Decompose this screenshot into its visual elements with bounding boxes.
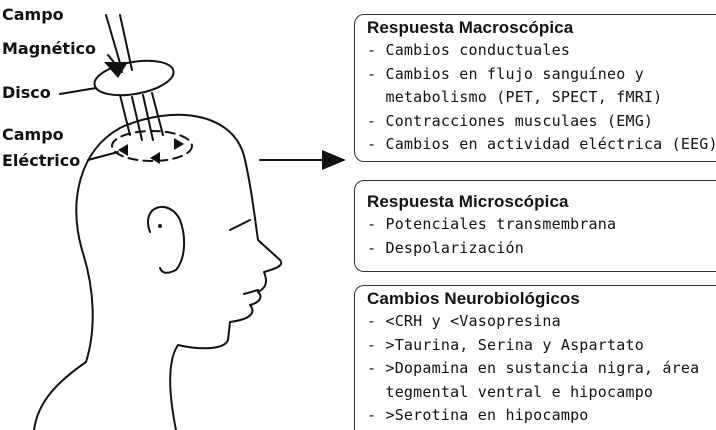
disc-coil [93,59,175,97]
list-item: - Cambios en flujo sanguíneo y [367,64,644,83]
main-arrow-head [322,150,346,170]
neurobiological-changes-box: Cambios Neurobiológicos - <CRH y <Vasopr… [354,285,716,430]
label-disco: Disco [2,83,51,102]
list-item: - Cambios conductuales [367,41,571,59]
box-title: Respuesta Microscópica [367,192,569,211]
loop-arrow-head [150,152,160,164]
box-list: - <CRH y <Vasopresina - >Taurina, Serina… [367,310,716,428]
list-item: - >Taurina, Serina y Aspartato [367,335,644,354]
ear-dot [158,224,162,228]
label-campo-magnetico-2: Magnético [2,39,97,58]
label-leader-line [59,87,97,95]
label-campo-magnetico-1: Campo [2,5,64,24]
box-title: Cambios Neurobiológicos [367,289,580,308]
box-list: - Potenciales transmembrana - Despolariz… [367,213,716,260]
label-campo-electrico-2: Eléctrico [2,151,81,170]
magnetic-field-line [131,96,143,141]
mouth [243,289,259,295]
electric-field-loop [111,130,193,162]
list-item: - Potenciales transmembrana [367,215,617,233]
magnetic-field-line [119,14,133,71]
eye [229,219,251,231]
list-item: - <CRH y <Vasopresina [367,312,561,330]
macroscopic-response-box: Respuesta Macroscópica - Cambios conduct… [354,14,716,162]
label-campo-electrico-1: Campo [2,125,64,144]
field-arrow-head [104,62,128,78]
list-item: - >Serotina en hipocampo [367,406,589,424]
head-outline [33,113,283,430]
loop-arrow-head [174,138,184,150]
list-item: metabolismo (PET, SPECT, fMRI) [367,88,663,106]
list-item: - Contracciones musculaes (EMG) [367,111,654,130]
list-item: - Cambios en actividad eléctrica (EEG) [367,135,716,153]
box-title: Respuesta Macroscópica [367,18,574,37]
list-item: - >Dopamina en sustancia nigra, área [367,359,700,377]
magnetic-field-line [151,92,164,136]
box-list: - Cambios conductuales - Cambios en fluj… [367,39,716,157]
list-item: tegmental ventral e hipocampo [367,382,654,401]
magnetic-field-line [119,94,131,136]
loop-arrow-head [118,144,128,156]
list-item: - Despolarización [367,238,524,257]
magnetic-field-line [105,14,123,71]
ear [147,205,186,274]
microscopic-response-box: Respuesta Microscópica - Potenciales tra… [354,180,716,272]
label-leader-line [87,151,119,161]
